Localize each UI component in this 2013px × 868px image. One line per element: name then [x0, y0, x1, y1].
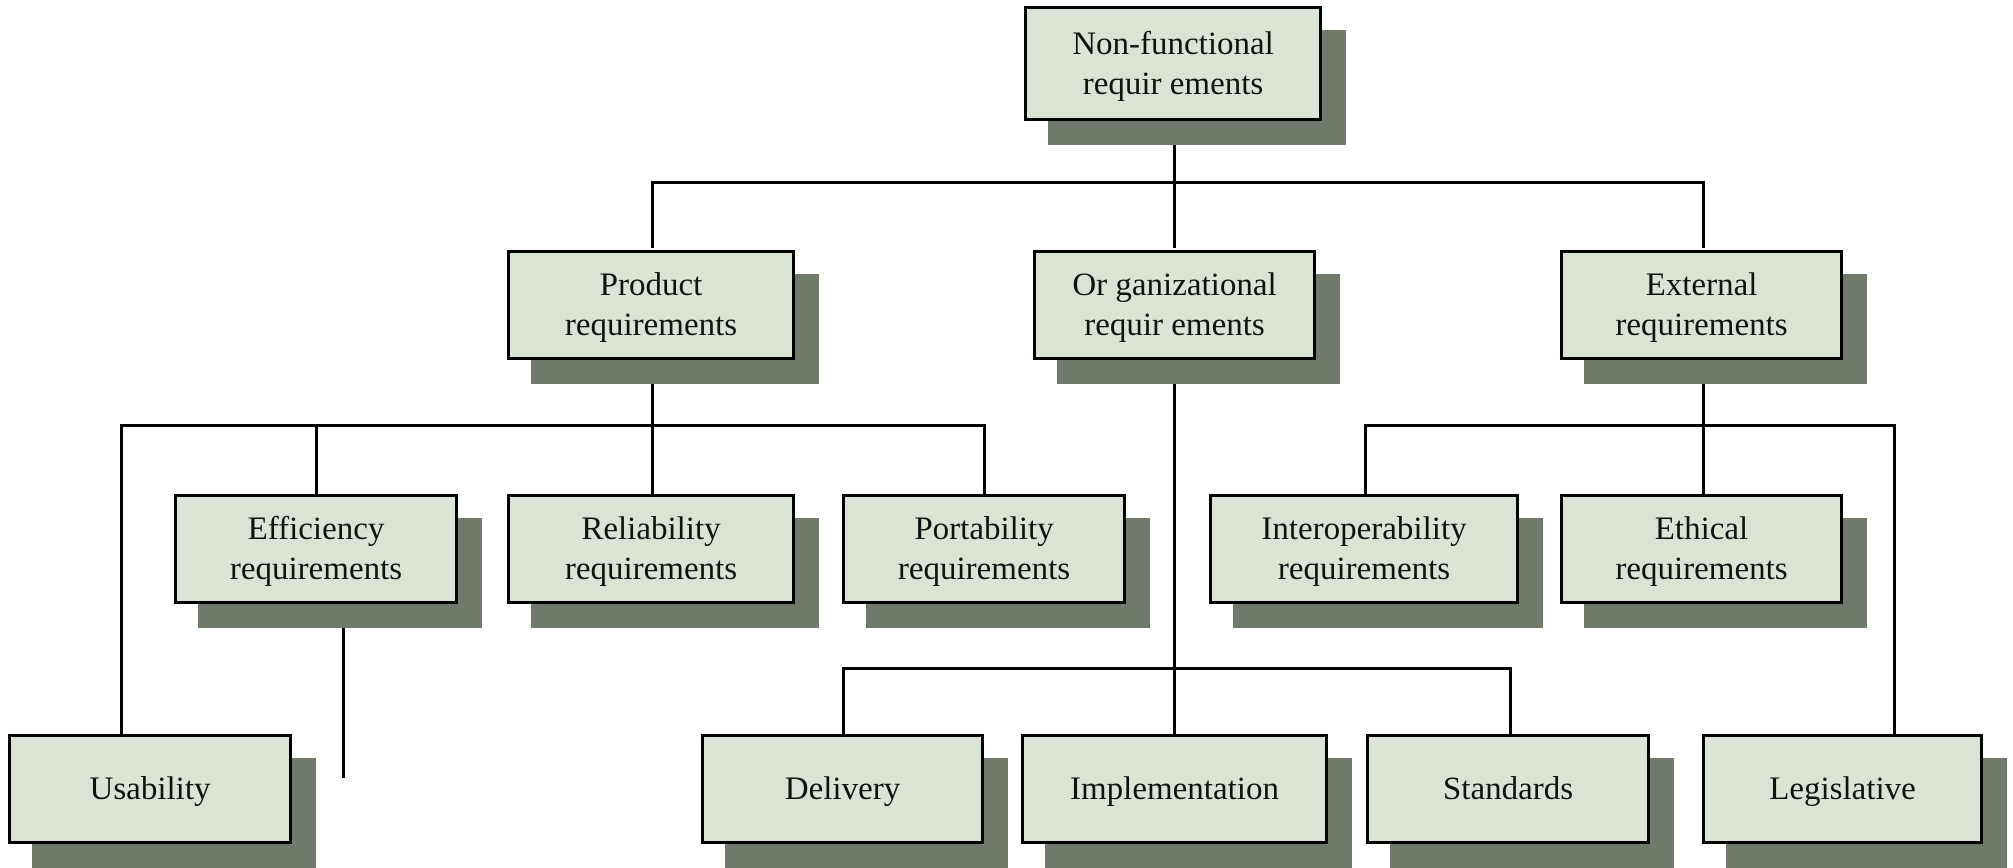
node-label-line1: Product [599, 267, 703, 303]
node-label-line1: Reliability [581, 511, 721, 547]
node-label-line1: Non-functional [1072, 25, 1274, 62]
node-box: Portability requirements [842, 494, 1126, 604]
node-delivery-requirements: Delivery [701, 734, 1008, 868]
connector-to-external [1702, 181, 1705, 248]
node-box: Legislative [1702, 734, 1983, 844]
node-label-line2: requir ements [1082, 65, 1264, 102]
connector-external-bus [1364, 424, 1896, 427]
node-product-requirements: Product requirements [507, 250, 819, 384]
node-label-line2: requirements [897, 551, 1071, 587]
requirements-hierarchy-diagram: Non-functional requir ements Product req… [8, 6, 2007, 868]
connector-to-portability [983, 424, 986, 494]
node-label-line1: Portability [914, 511, 1054, 547]
node-efficiency-requirements: Efficiency requirements [174, 494, 482, 628]
connector-to-efficiency [315, 424, 318, 494]
node-label-line1: Usability [89, 771, 211, 807]
node-box: Delivery [701, 734, 984, 844]
node-label-line1: Delivery [784, 771, 901, 807]
node-box: Reliability requirements [507, 494, 795, 604]
node-box: Standards [1366, 734, 1650, 844]
node-box: External requirements [1560, 250, 1843, 360]
node-label-line1: Or ganizational [1072, 267, 1277, 303]
node-box: Non-functional requir ements [1024, 6, 1322, 121]
node-label-line2: requirements [1277, 551, 1451, 587]
node-label-line1: Implementation [1070, 771, 1279, 807]
connector-to-usability [120, 424, 123, 734]
connector-level2-bus [651, 181, 1705, 184]
node-label-line1: Interoperability [1261, 511, 1467, 547]
node-non-functional-requirements: Non-functional requir ements [1024, 6, 1346, 145]
node-reliability-requirements: Reliability requirements [507, 494, 819, 628]
node-ethical-requirements: Ethical requirements [1560, 494, 1867, 628]
node-box: Interoperability requirements [1209, 494, 1519, 604]
node-box: Implementation [1021, 734, 1328, 844]
node-label-line1: Efficiency [247, 511, 385, 547]
connector-efficiency-down [342, 601, 345, 778]
node-box: Usability [8, 734, 292, 844]
node-label-line1: Legislative [1769, 771, 1916, 807]
connector-to-interoperability [1364, 424, 1367, 494]
connector-product-bus [120, 424, 986, 427]
node-legislative-requirements: Legislative [1702, 734, 2007, 868]
node-interoperability-requirements: Interoperability requirements [1209, 494, 1543, 628]
connector-to-product [651, 181, 654, 248]
node-box: Product requirements [507, 250, 795, 360]
connector-to-legislative [1893, 424, 1896, 734]
node-implementation-requirements: Implementation [1021, 734, 1352, 868]
node-label-line2: requirements [564, 307, 738, 343]
connector-organizational-down [1173, 358, 1176, 734]
node-label-line1: Standards [1442, 771, 1574, 807]
node-box: Or ganizational requir ements [1033, 250, 1316, 360]
node-box: Efficiency requirements [174, 494, 458, 604]
node-label-line2: requir ements [1084, 307, 1265, 343]
node-label-line2: requirements [1615, 307, 1788, 343]
node-label-line2: requirements [564, 551, 738, 587]
node-label-line1: External [1645, 267, 1758, 303]
node-standards-requirements: Standards [1366, 734, 1674, 868]
node-box: Ethical requirements [1560, 494, 1843, 604]
node-label-line2: requirements [229, 551, 403, 587]
connector-to-standards [1509, 667, 1512, 734]
node-organizational-requirements: Or ganizational requir ements [1033, 250, 1340, 384]
node-external-requirements: External requirements [1560, 250, 1867, 384]
node-usability-requirements: Usability [8, 734, 316, 868]
connector-to-delivery [842, 667, 845, 734]
node-portability-requirements: Portability requirements [842, 494, 1150, 628]
connector-organizational-bus [842, 667, 1512, 670]
node-label-line2: requirements [1615, 551, 1788, 587]
node-label-line1: Ethical [1654, 511, 1749, 547]
